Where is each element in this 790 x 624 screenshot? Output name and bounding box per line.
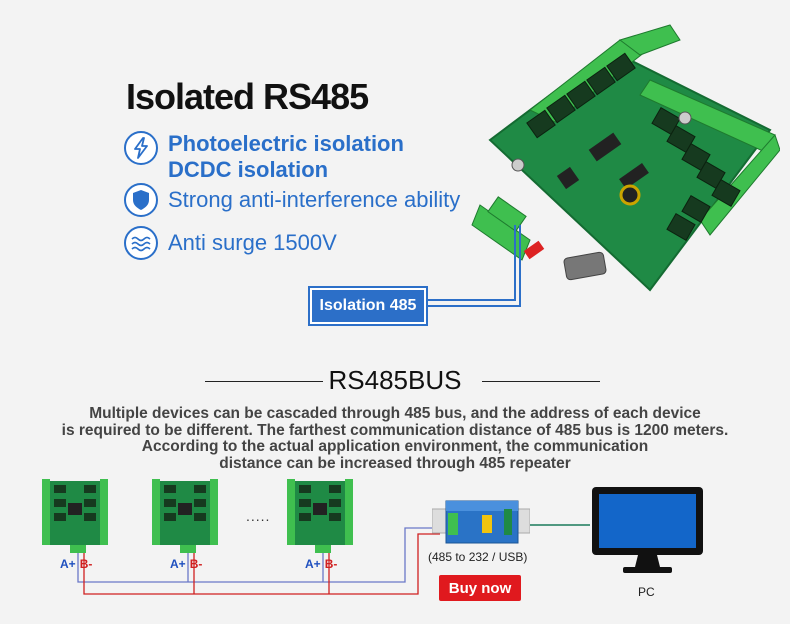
b-minus-label: B- xyxy=(79,557,93,571)
desc-line: Multiple devices can be cascaded through… xyxy=(89,405,701,422)
a-plus-label: A+ xyxy=(305,557,321,571)
ab-label-1: A+B- xyxy=(60,557,92,571)
divider-right xyxy=(482,381,600,382)
desc-line: distance can be increased through 485 re… xyxy=(219,454,571,472)
bus-title: RS485BUS xyxy=(328,365,462,395)
lightning-icon xyxy=(124,131,158,165)
b-minus-label: B- xyxy=(189,557,203,571)
a-plus-label: A+ xyxy=(170,557,186,571)
pc-monitor-icon xyxy=(592,487,703,573)
device-board-1 xyxy=(42,479,108,553)
wave-icon xyxy=(124,226,158,260)
feature-surge-text: Anti surge 1500V xyxy=(168,230,337,255)
converter-device xyxy=(432,500,530,544)
feature-anti-interference-text: Strong anti-interference ability xyxy=(168,187,461,212)
device-board-n xyxy=(287,479,353,553)
isolation-wire xyxy=(425,225,521,307)
feature-dcdc-text: DCDC isolation xyxy=(168,157,329,182)
converter-label: (485 to 232 / USB) xyxy=(428,550,528,564)
bus-wiring xyxy=(77,524,590,595)
feature-anti-interference: Strong anti-interference ability xyxy=(124,183,460,217)
b-minus-label: B- xyxy=(324,557,338,571)
ellipsis: ..... xyxy=(246,508,271,524)
page-title: Isolated RS485 xyxy=(126,76,369,117)
shield-icon xyxy=(124,183,158,217)
feature-isolation: Photoelectric isolation DCDC isolation xyxy=(124,131,404,183)
buy-now-button[interactable]: Buy now xyxy=(439,575,521,601)
feature-photoelectric-text: Photoelectric isolation xyxy=(168,131,404,156)
relay-board-image xyxy=(471,24,780,292)
pc-label: PC xyxy=(638,585,655,599)
feature-surge: Anti surge 1500V xyxy=(124,226,337,260)
desc-line: is required to be different. The farthes… xyxy=(61,421,729,439)
divider-left xyxy=(205,381,323,382)
isolation-485-label: Isolation 485 xyxy=(308,286,428,326)
desc-line: According to the actual application envi… xyxy=(141,438,649,455)
a-plus-label: A+ xyxy=(60,557,76,571)
ab-label-3: A+B- xyxy=(305,557,337,571)
ab-label-2: A+B- xyxy=(170,557,202,571)
bus-description: Multiple devices can be cascaded through… xyxy=(0,405,790,472)
device-board-2 xyxy=(152,479,218,553)
